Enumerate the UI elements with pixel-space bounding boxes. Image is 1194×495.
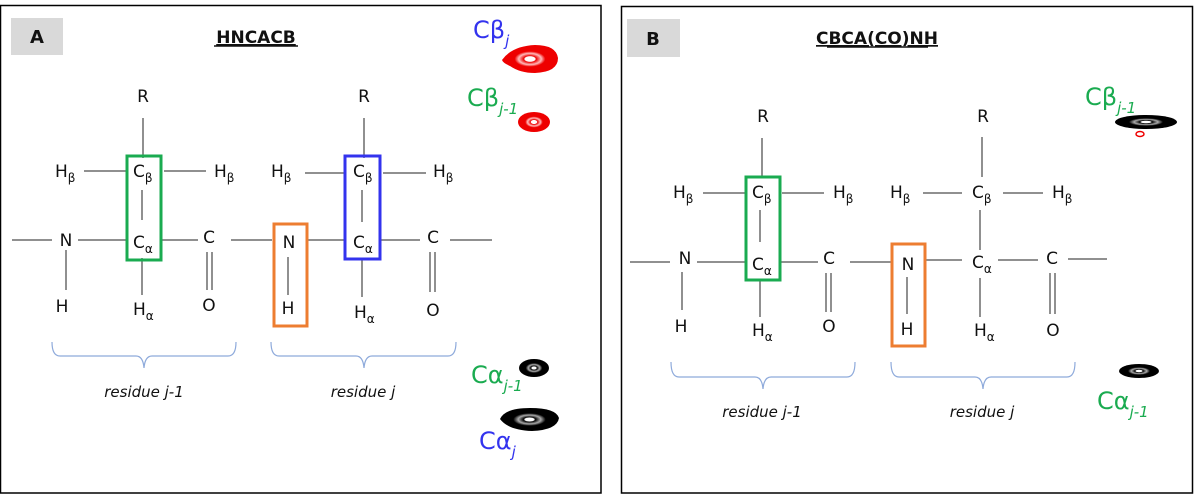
- atom-h-beta: Hβ: [271, 162, 291, 185]
- residue-label-j-1: residue j-1: [104, 383, 184, 401]
- residue-brace: [890, 361, 1076, 390]
- atom-h-beta: Hβ: [890, 183, 910, 206]
- atom-h-beta: Hβ: [673, 183, 693, 206]
- peak-label: Cβj-1: [467, 84, 518, 118]
- atom-c-beta: Cβ: [752, 183, 772, 206]
- atom-h: H: [56, 297, 69, 317]
- atom-c-beta: Cβ: [133, 162, 153, 185]
- peak-cb-j-1: Cβj-1: [467, 84, 550, 132]
- panel-b-label: B: [646, 29, 660, 50]
- panel-a: A HNCACB N H R Hβ Cβ Hβ Cα: [0, 4, 602, 494]
- panel-b-border: [620, 5, 1194, 494]
- highlight-box-orange: [272, 222, 309, 328]
- residue-brace: [270, 341, 457, 369]
- atom-h-beta: Hβ: [433, 162, 453, 185]
- atom-c-beta: Cβ: [353, 162, 373, 185]
- peak-contour-red: [518, 112, 550, 132]
- highlight-box-green: [744, 175, 782, 282]
- peak-label: Cαj: [479, 427, 517, 461]
- atom-o: O: [822, 317, 835, 337]
- peak-label: Cβj-1: [1085, 83, 1136, 117]
- residue-label-j: residue j: [331, 383, 396, 401]
- peak-ca-j: Cαj: [479, 408, 559, 461]
- atom-r: R: [757, 107, 769, 127]
- peak-contour-black: [1115, 115, 1177, 129]
- panel-b: B CBCA(CO)NH N H R Hβ Cβ Hβ Cα: [620, 5, 1194, 494]
- atom-n: N: [283, 233, 296, 253]
- highlight-box-orange: [890, 242, 927, 348]
- atom-h-beta: Hβ: [1052, 183, 1072, 206]
- panel-a-border: [0, 4, 602, 494]
- atom-n: N: [679, 249, 692, 269]
- atom-c-alpha: Cα: [353, 233, 373, 256]
- atom-o: O: [202, 296, 215, 316]
- highlight-box-green: [125, 154, 163, 262]
- peak-label: Cαj-1: [1097, 387, 1149, 421]
- atom-h-beta: Hβ: [833, 183, 853, 206]
- atom-c-alpha: Cα: [133, 233, 153, 256]
- atom-n: N: [902, 255, 915, 275]
- atom-c-carbonyl: C: [1046, 249, 1058, 269]
- atom-c-carbonyl: C: [203, 228, 215, 248]
- residue-label-j-1: residue j-1: [722, 403, 802, 421]
- atom-h-beta: Hβ: [214, 162, 234, 185]
- peak-ca-j-1: Cαj-1: [471, 359, 549, 395]
- residue-label-j: residue j: [950, 403, 1015, 421]
- panel-b-label-box: [627, 19, 680, 57]
- peak-ca-j-1: Cαj-1: [1097, 364, 1159, 421]
- atom-h-beta: Hβ: [55, 162, 75, 185]
- peak-contour-black: [1119, 364, 1159, 378]
- panel-a-label-box: [11, 18, 63, 55]
- peak-label: Cβj: [473, 16, 510, 50]
- atom-h: H: [282, 299, 295, 319]
- atom-h-alpha: Hα: [752, 321, 773, 344]
- peak-label: Cαj-1: [471, 361, 523, 395]
- atom-h-alpha: Hα: [974, 321, 995, 344]
- atom-h: H: [675, 317, 688, 337]
- atom-c-alpha: Cα: [972, 253, 992, 276]
- atom-o: O: [1046, 321, 1059, 341]
- atom-h-alpha: Hα: [133, 300, 154, 323]
- peak-contour-red: [1135, 130, 1145, 138]
- atom-o: O: [426, 301, 439, 321]
- atom-c-carbonyl: C: [427, 228, 439, 248]
- peak-contour-black: [519, 359, 549, 377]
- residue-brace: [51, 341, 237, 369]
- atom-h-alpha: Hα: [354, 303, 375, 326]
- atom-c-alpha: Cα: [752, 255, 772, 278]
- panel-a-label: A: [30, 27, 44, 48]
- atom-r: R: [977, 107, 989, 127]
- panel-b-title: CBCA(CO)NH: [816, 29, 938, 49]
- residue-brace: [670, 361, 856, 390]
- peak-cb-j: Cβj: [473, 16, 558, 73]
- panel-a-title: HNCACB: [216, 28, 296, 48]
- atom-n: N: [60, 231, 73, 251]
- atom-r: R: [358, 87, 370, 107]
- atom-c-beta: Cβ: [972, 183, 992, 206]
- atom-r: R: [137, 87, 149, 107]
- peak-contour-black: [500, 408, 559, 431]
- peak-contour-red: [502, 45, 558, 73]
- atom-c-carbonyl: C: [823, 249, 835, 269]
- atom-h: H: [901, 320, 914, 340]
- peak-cb-j-1: Cβj-1: [1085, 83, 1177, 138]
- highlight-box-blue: [343, 154, 382, 261]
